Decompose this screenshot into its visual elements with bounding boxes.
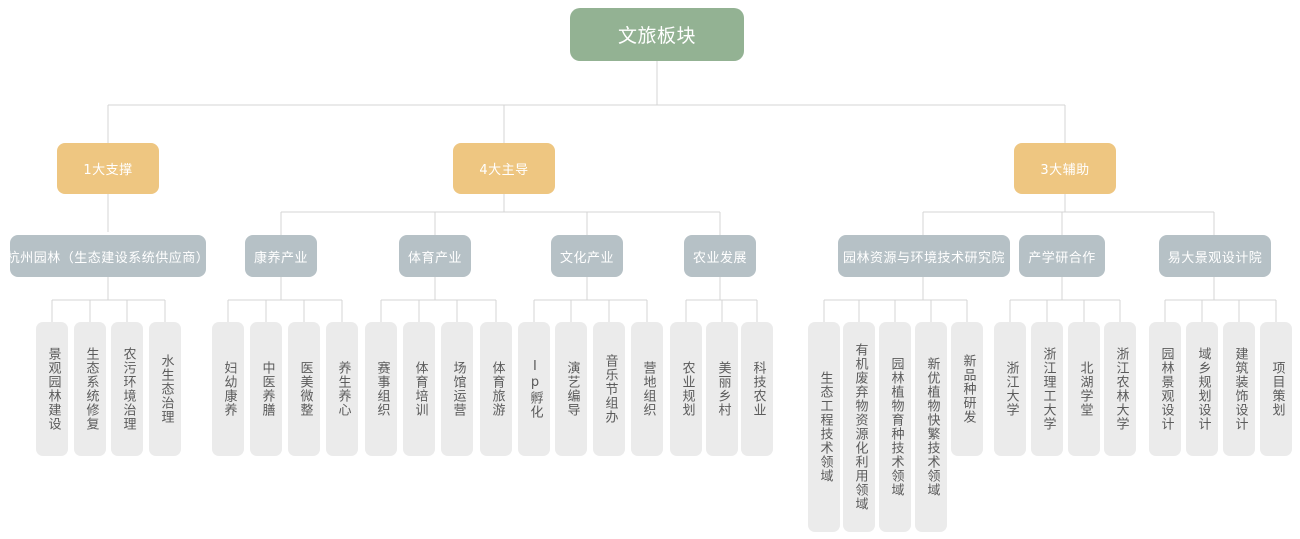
leaf-item: 农业规划 [670, 322, 702, 456]
leaf-label: Ip孵化 [527, 359, 543, 419]
node-tier3-tiyu-label: 体育产业 [407, 250, 462, 266]
leaf-item: 中医养膳 [250, 322, 282, 456]
leaf-label: 营地组织 [640, 361, 656, 417]
leaf-item: 医美微整 [288, 322, 320, 456]
leaf-item: 建筑装饰设计 [1223, 322, 1255, 456]
leaf-item: Ip孵化 [518, 322, 550, 456]
leaf-label: 浙江农林大学 [1113, 347, 1129, 431]
leaf-label: 水生态治理 [158, 354, 174, 424]
leaf-item: 园林景观设计 [1149, 322, 1181, 456]
node-tier3-yida-label: 易大景观设计院 [1167, 250, 1263, 266]
leaf-label: 音乐节组办 [602, 354, 618, 424]
node-tier3-nongye-label: 农业发展 [692, 250, 747, 266]
node-tier3-hangzhou-yuanlin: 杭州园林（生态建设系统供应商） [7, 235, 209, 277]
leaf-item: 科技农业 [741, 322, 773, 456]
leaf-label: 体育培训 [412, 361, 428, 417]
node-tier2-auxiliary-label: 3大辅助 [1040, 163, 1090, 178]
leaf-item: 农污环境治理 [111, 322, 143, 456]
leaf-item: 赛事组织 [365, 322, 397, 456]
leaf-label: 生态工程技术领域 [817, 371, 833, 483]
leaf-label: 生态系统修复 [83, 347, 99, 431]
leaf-item: 项目策划 [1260, 322, 1292, 456]
node-tier3-wenhua: 文化产业 [551, 235, 623, 277]
node-tier3-tiyu: 体育产业 [399, 235, 471, 277]
node-tier3-yida: 易大景观设计院 [1159, 235, 1271, 277]
leaf-label: 妇幼康养 [221, 361, 237, 417]
leaf-label: 浙江大学 [1003, 361, 1019, 417]
leaf-item: 体育培训 [403, 322, 435, 456]
leaf-label: 赛事组织 [374, 361, 390, 417]
leaf-label: 科技农业 [750, 361, 766, 417]
leaf-label: 美丽乡村 [715, 361, 731, 417]
leaf-label: 演艺编导 [564, 361, 580, 417]
leaf-label: 建筑装饰设计 [1232, 347, 1248, 431]
leaf-item: 体育旅游 [480, 322, 512, 456]
leaf-label: 新品种研发 [960, 354, 976, 424]
leaf-item: 生态工程技术领域 [808, 322, 840, 532]
node-tier3-chanxueyan-label: 产学研合作 [1028, 250, 1096, 266]
node-tier3-hangzhou-yuanlin-label: 杭州园林（生态建设系统供应商） [6, 250, 210, 266]
leaf-label: 浙江理工大学 [1040, 347, 1056, 431]
node-tier3-yanjiuyuan-label: 园林资源与环境技术研究院 [842, 250, 1005, 266]
node-tier3-wenhua-label: 文化产业 [559, 250, 614, 266]
leaf-label: 场馆运营 [450, 361, 466, 417]
node-tier3-kangyang: 康养产业 [245, 235, 317, 277]
leaf-item: 浙江理工大学 [1031, 322, 1063, 456]
leaf-item: 新品种研发 [951, 322, 983, 456]
leaf-label: 园林植物育种技术领域 [888, 357, 904, 497]
leaf-label: 项目策划 [1269, 361, 1285, 417]
leaf-item: 音乐节组办 [593, 322, 625, 456]
leaf-item: 北湖学堂 [1068, 322, 1100, 456]
leaf-label: 医美微整 [297, 361, 313, 417]
leaf-label: 体育旅游 [489, 361, 505, 417]
leaf-item: 演艺编导 [555, 322, 587, 456]
leaf-item: 园林植物育种技术领域 [879, 322, 911, 532]
leaf-label: 农污环境治理 [120, 347, 136, 431]
node-tier2-leading: 4大主导 [453, 143, 555, 194]
node-tier3-chanxueyan: 产学研合作 [1019, 235, 1105, 277]
leaf-label: 新优植物快繁技术领域 [924, 357, 940, 497]
node-root: 文旅板块 [570, 8, 744, 61]
leaf-item: 景观园林建设 [36, 322, 68, 456]
node-tier2-support-label: 1大支撑 [83, 163, 133, 178]
leaf-label: 中医养膳 [259, 361, 275, 417]
leaf-label: 农业规划 [679, 361, 695, 417]
node-tier2-leading-label: 4大主导 [479, 163, 529, 178]
leaf-item: 妇幼康养 [212, 322, 244, 456]
leaf-item: 浙江农林大学 [1104, 322, 1136, 456]
leaf-item: 美丽乡村 [706, 322, 738, 456]
node-tier3-nongye: 农业发展 [684, 235, 756, 277]
node-tier3-yanjiuyuan: 园林资源与环境技术研究院 [838, 235, 1010, 277]
leaf-label: 景观园林建设 [45, 347, 61, 431]
leaf-label: 北湖学堂 [1077, 361, 1093, 417]
node-root-label: 文旅板块 [617, 25, 696, 47]
leaf-label: 养生养心 [335, 361, 351, 417]
node-tier2-auxiliary: 3大辅助 [1014, 143, 1116, 194]
leaf-item: 新优植物快繁技术领域 [915, 322, 947, 532]
node-tier2-support: 1大支撑 [57, 143, 159, 194]
node-tier3-kangyang-label: 康养产业 [253, 250, 308, 266]
leaf-item: 生态系统修复 [74, 322, 106, 456]
leaf-item: 有机废弃物资源化利用领域 [843, 322, 875, 532]
leaf-item: 养生养心 [326, 322, 358, 456]
leaf-item: 域乡规划设计 [1186, 322, 1218, 456]
leaf-label: 园林景观设计 [1158, 347, 1174, 431]
leaf-label: 有机废弃物资源化利用领域 [852, 343, 868, 511]
leaf-item: 营地组织 [631, 322, 663, 456]
leaf-item: 浙江大学 [994, 322, 1026, 456]
leaf-item: 水生态治理 [149, 322, 181, 456]
leaf-label: 域乡规划设计 [1195, 347, 1211, 431]
leaf-item: 场馆运营 [441, 322, 473, 456]
